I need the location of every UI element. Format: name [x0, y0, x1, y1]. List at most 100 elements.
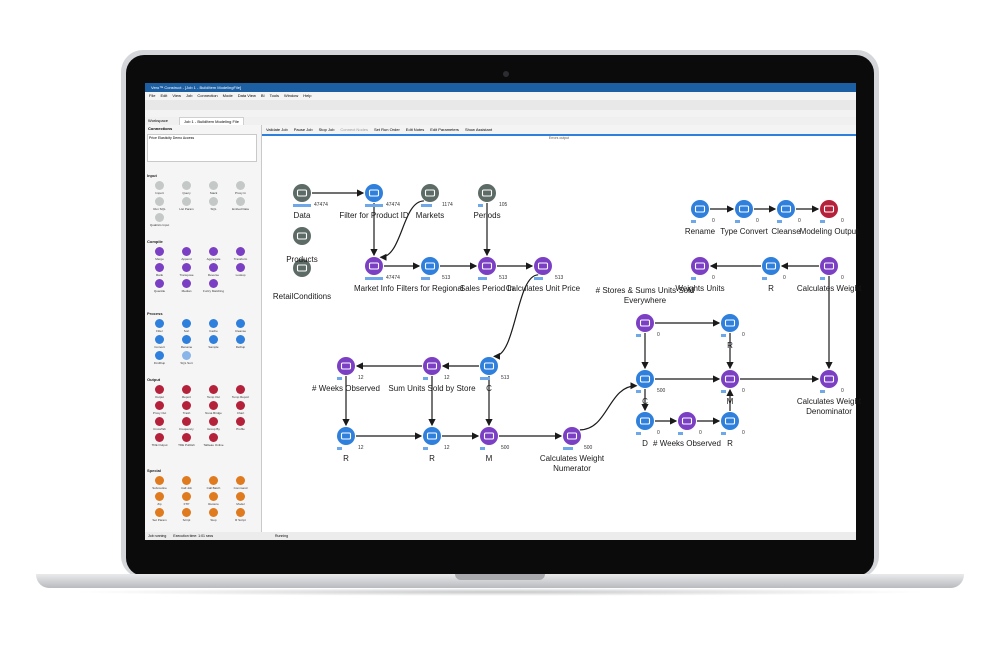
- node-icon[interactable]: [421, 257, 439, 275]
- palette-section-process[interactable]: Process: [147, 311, 163, 316]
- node-icon[interactable]: [777, 200, 795, 218]
- flow-node[interactable]: [365, 257, 383, 275]
- palette-merge-icon[interactable]: [155, 247, 164, 256]
- node-icon[interactable]: [820, 257, 838, 275]
- show-assistant-button[interactable]: Show Assistant: [464, 127, 493, 132]
- node-icon[interactable]: [337, 357, 355, 375]
- palette-chart-icon[interactable]: [236, 401, 245, 410]
- menu-help[interactable]: Help: [303, 93, 312, 98]
- node-icon[interactable]: [337, 427, 355, 445]
- palette-fuzzy-matching-icon[interactable]: [209, 279, 218, 288]
- node-icon[interactable]: [721, 314, 739, 332]
- palette-aggregate-icon[interactable]: [209, 247, 218, 256]
- palette-embed-data-icon[interactable]: [236, 197, 245, 206]
- flow-node[interactable]: [762, 257, 780, 275]
- node-icon[interactable]: [534, 257, 552, 275]
- palette-section-output[interactable]: Output: [147, 377, 161, 382]
- node-icon[interactable]: [365, 184, 383, 202]
- flow-node[interactable]: [777, 200, 795, 218]
- node-icon[interactable]: [762, 257, 780, 275]
- palette-tde-publish-icon[interactable]: [182, 433, 191, 442]
- palette-ftp-icon[interactable]: [182, 492, 191, 501]
- flow-node[interactable]: [480, 427, 498, 445]
- database-icon[interactable]: [478, 184, 496, 202]
- flow-node[interactable]: [678, 412, 696, 430]
- palette-nuna-bridge-icon[interactable]: [209, 401, 218, 410]
- edit-notes-button[interactable]: Edit Notes: [405, 127, 425, 132]
- node-icon[interactable]: [423, 357, 441, 375]
- database-icon[interactable]: [293, 227, 311, 245]
- flow-node[interactable]: [636, 412, 654, 430]
- node-icon[interactable]: [636, 314, 654, 332]
- flow-node[interactable]: [337, 357, 355, 375]
- node-icon[interactable]: [820, 370, 838, 388]
- palette-cleanse-icon[interactable]: [236, 319, 245, 328]
- flow-node[interactable]: [563, 427, 581, 445]
- flow-node[interactable]: [691, 257, 709, 275]
- palette-stack-icon[interactable]: [209, 181, 218, 190]
- palette-finddup-icon[interactable]: [155, 351, 164, 360]
- flow-node[interactable]: [423, 427, 441, 445]
- flow-node[interactable]: [721, 370, 739, 388]
- menu-tools[interactable]: Tools: [269, 93, 279, 98]
- palette-crosstab-icon[interactable]: [155, 417, 164, 426]
- palette-reverse-icon[interactable]: [209, 263, 218, 272]
- palette-list-param-icon[interactable]: [182, 197, 191, 206]
- palette-r-script-icon[interactable]: [236, 508, 245, 517]
- menu-view[interactable]: View: [172, 93, 181, 98]
- palette-profile-icon[interactable]: [236, 417, 245, 426]
- node-icon[interactable]: [636, 412, 654, 430]
- node-icon[interactable]: [636, 370, 654, 388]
- palette-temp-out-icon[interactable]: [209, 385, 218, 394]
- validate-job-button[interactable]: Validate Job: [266, 127, 288, 132]
- flow-node[interactable]: [293, 227, 311, 245]
- node-icon[interactable]: [820, 200, 838, 218]
- node-icon[interactable]: [480, 427, 498, 445]
- palette-section-compile[interactable]: Compile: [147, 239, 163, 244]
- palette-qualtrics-input-icon[interactable]: [155, 213, 164, 222]
- palette-append-icon[interactable]: [182, 247, 191, 256]
- flow-node[interactable]: [293, 184, 311, 202]
- palette-convert-icon[interactable]: [155, 335, 164, 344]
- menu-window[interactable]: Window: [283, 93, 299, 98]
- palette-section-special[interactable]: Special: [147, 468, 162, 473]
- node-icon[interactable]: [721, 412, 739, 430]
- flow-node[interactable]: [820, 257, 838, 275]
- palette-stop-icon[interactable]: [209, 508, 218, 517]
- palette-sample-icon[interactable]: [209, 335, 218, 344]
- palette-temp-report-icon[interactable]: [236, 385, 245, 394]
- palette-transform-icon[interactable]: [236, 247, 245, 256]
- flow-node[interactable]: [421, 184, 439, 202]
- connect-nodes-button[interactable]: Connect Nodes: [340, 127, 368, 132]
- flow-node[interactable]: [636, 370, 654, 388]
- menu-mode[interactable]: Mode: [222, 93, 233, 98]
- palette-tde-output-icon[interactable]: [155, 433, 164, 442]
- palette-median-icon[interactable]: [182, 279, 191, 288]
- node-icon[interactable]: [678, 412, 696, 430]
- flow-node[interactable]: [534, 257, 552, 275]
- flow-node[interactable]: [365, 184, 383, 202]
- flow-node[interactable]: [478, 257, 496, 275]
- menu-data-view[interactable]: Data View: [237, 93, 256, 98]
- database-icon[interactable]: [293, 184, 311, 202]
- palette-call-job-icon[interactable]: [182, 476, 191, 485]
- node-icon[interactable]: [691, 257, 709, 275]
- palette-script-icon[interactable]: [182, 508, 191, 517]
- flow-node[interactable]: [820, 200, 838, 218]
- node-icon[interactable]: [365, 257, 383, 275]
- stop-job-button[interactable]: Stop Job: [318, 127, 335, 132]
- palette-proxy-out-icon[interactable]: [155, 401, 164, 410]
- palette-zip-icon[interactable]: [155, 492, 164, 501]
- palette-lookup-icon[interactable]: [236, 263, 245, 272]
- pause-job-button[interactable]: Pause Job: [293, 127, 313, 132]
- palette-transpose-icon[interactable]: [182, 263, 191, 272]
- menu-edit[interactable]: Edit: [160, 93, 168, 98]
- menu-job[interactable]: Job: [185, 93, 193, 98]
- flow-node[interactable]: [691, 200, 709, 218]
- palette-sql-sort-icon[interactable]: [182, 351, 191, 360]
- flow-node[interactable]: [337, 427, 355, 445]
- palette-rank-icon[interactable]: [155, 263, 164, 272]
- palette-run-sql-icon[interactable]: [155, 197, 164, 206]
- palette-subroutine-icon[interactable]: [155, 476, 164, 485]
- palette-sort-icon[interactable]: [182, 319, 191, 328]
